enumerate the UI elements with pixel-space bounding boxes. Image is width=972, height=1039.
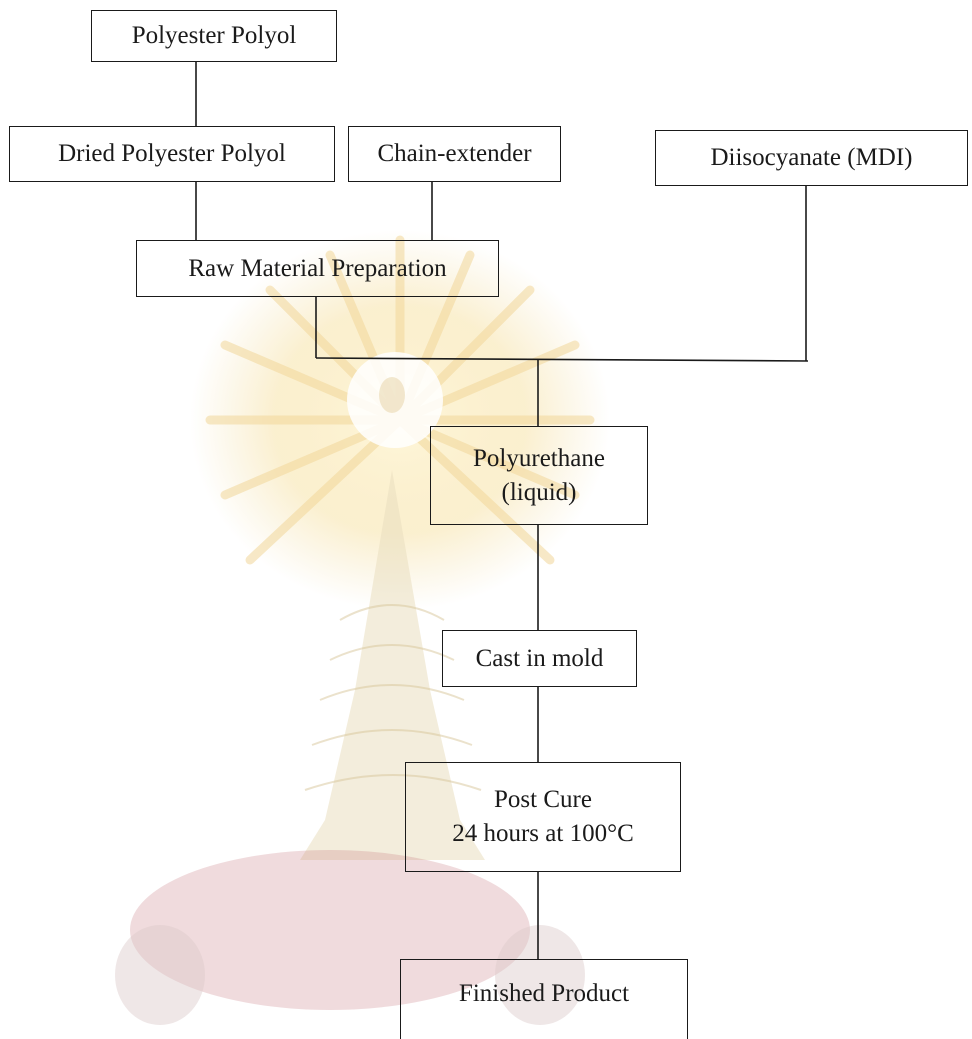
node-raw-material-preparation: Raw Material Preparation xyxy=(136,240,499,297)
node-label: Finished Product xyxy=(458,979,630,1007)
node-polyurethane: Polyurethane (liquid) xyxy=(430,426,648,525)
node-label: Raw Material Preparation xyxy=(188,254,447,282)
node-label: Polyurethane xyxy=(473,444,605,472)
node-chain-extender: Chain-extender xyxy=(348,126,561,182)
edge-merge-horizontal xyxy=(315,357,809,362)
node-diisocyanate: Diisocyanate (MDI) xyxy=(655,130,968,186)
node-dried-polyester-polyol: Dried Polyester Polyol xyxy=(9,126,335,182)
node-label: Post Cure xyxy=(494,786,592,813)
node-post-cure: Post Cure 24 hours at 100°C xyxy=(405,762,681,872)
node-sublabel: 24 hours at 100°C xyxy=(452,820,634,847)
node-finished-product: Finished Product xyxy=(400,959,688,1039)
node-polyester-polyol: Polyester Polyol xyxy=(91,10,337,62)
node-label: Diisocyanate (MDI) xyxy=(710,144,913,171)
node-label: Polyester Polyol xyxy=(131,22,297,49)
node-sublabel: (liquid) xyxy=(501,478,577,506)
node-label: Cast in mold xyxy=(475,644,604,672)
node-cast-in-mold: Cast in mold xyxy=(442,630,637,687)
node-label: Dried Polyester Polyol xyxy=(58,140,286,167)
node-label: Chain-extender xyxy=(377,140,532,167)
